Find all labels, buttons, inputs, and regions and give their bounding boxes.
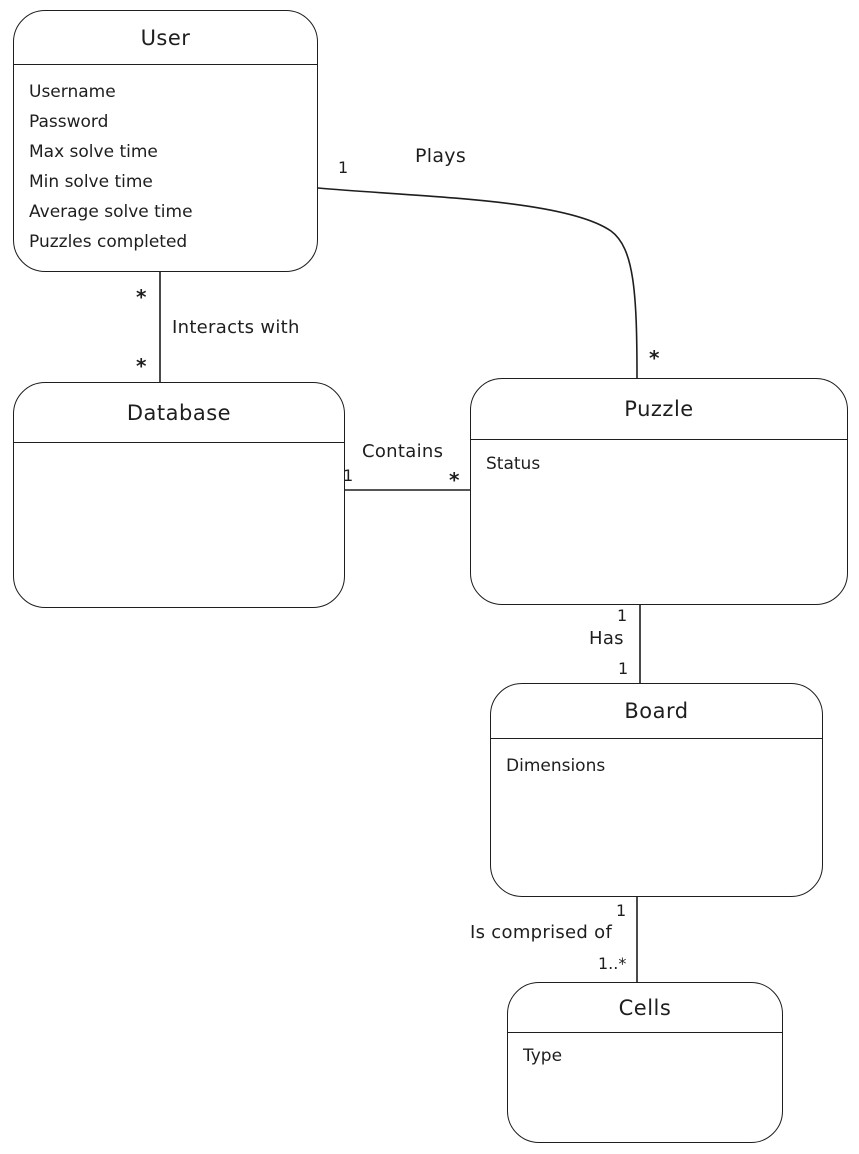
cardinality-contains-puzzle: * xyxy=(449,468,460,492)
cardinality-plays-puzzle: * xyxy=(649,346,660,370)
cardinality-plays-user: 1 xyxy=(338,158,349,177)
entity-cells-title: Cells xyxy=(618,995,672,1020)
cardinality-has-puzzle: 1 xyxy=(617,606,628,625)
attribute-username: Username xyxy=(29,82,116,102)
entity-database[interactable]: Database xyxy=(13,382,345,608)
entity-user-header: User xyxy=(14,11,317,65)
entity-database-header: Database xyxy=(14,383,344,443)
cardinality-has-board: 1 xyxy=(618,659,629,678)
relationship-label-has: Has xyxy=(589,628,624,649)
entity-puzzle[interactable]: Puzzle Status xyxy=(470,378,848,605)
attribute-dimensions: Dimensions xyxy=(506,756,606,776)
entity-cells[interactable]: Cells Type xyxy=(507,982,783,1143)
cardinality-comprised-cells: 1..* xyxy=(598,954,627,973)
cardinality-interacts-user: * xyxy=(136,285,147,309)
connector-plays xyxy=(317,187,638,379)
entity-user-title: User xyxy=(140,25,191,50)
attribute-status: Status xyxy=(486,454,541,474)
entity-user-body: Username Password Max solve time Min sol… xyxy=(14,65,317,262)
attribute-password: Password xyxy=(29,112,109,132)
entity-puzzle-title: Puzzle xyxy=(624,397,694,421)
attribute-average-solve-time: Average solve time xyxy=(29,202,193,222)
attribute-max-solve-time: Max solve time xyxy=(29,142,158,162)
relationship-label-is-comprised-of: Is comprised of xyxy=(470,922,613,943)
attribute-min-solve-time: Min solve time xyxy=(29,172,153,192)
attribute-puzzles-completed: Puzzles completed xyxy=(29,232,188,252)
cardinality-contains-database: 1 xyxy=(343,466,354,485)
cardinality-interacts-database: * xyxy=(136,354,147,378)
cardinality-comprised-board: 1 xyxy=(616,901,627,920)
entity-user[interactable]: User Username Password Max solve time Mi… xyxy=(13,10,318,272)
attribute-type: Type xyxy=(523,1046,563,1066)
entity-board-body: Dimensions xyxy=(491,739,822,786)
entity-board[interactable]: Board Dimensions xyxy=(490,683,823,897)
entity-cells-header: Cells xyxy=(508,983,782,1033)
entity-cells-body: Type xyxy=(508,1033,782,1076)
relationship-label-plays: Plays xyxy=(415,145,467,167)
entity-database-title: Database xyxy=(126,400,232,425)
entity-board-header: Board xyxy=(491,684,822,739)
entity-board-title: Board xyxy=(624,699,689,723)
relationship-label-contains: Contains xyxy=(362,441,444,462)
entity-puzzle-body: Status xyxy=(471,440,847,484)
entity-puzzle-header: Puzzle xyxy=(471,379,847,440)
relationship-label-interacts-with: Interacts with xyxy=(172,317,300,338)
entity-database-body xyxy=(14,443,344,461)
